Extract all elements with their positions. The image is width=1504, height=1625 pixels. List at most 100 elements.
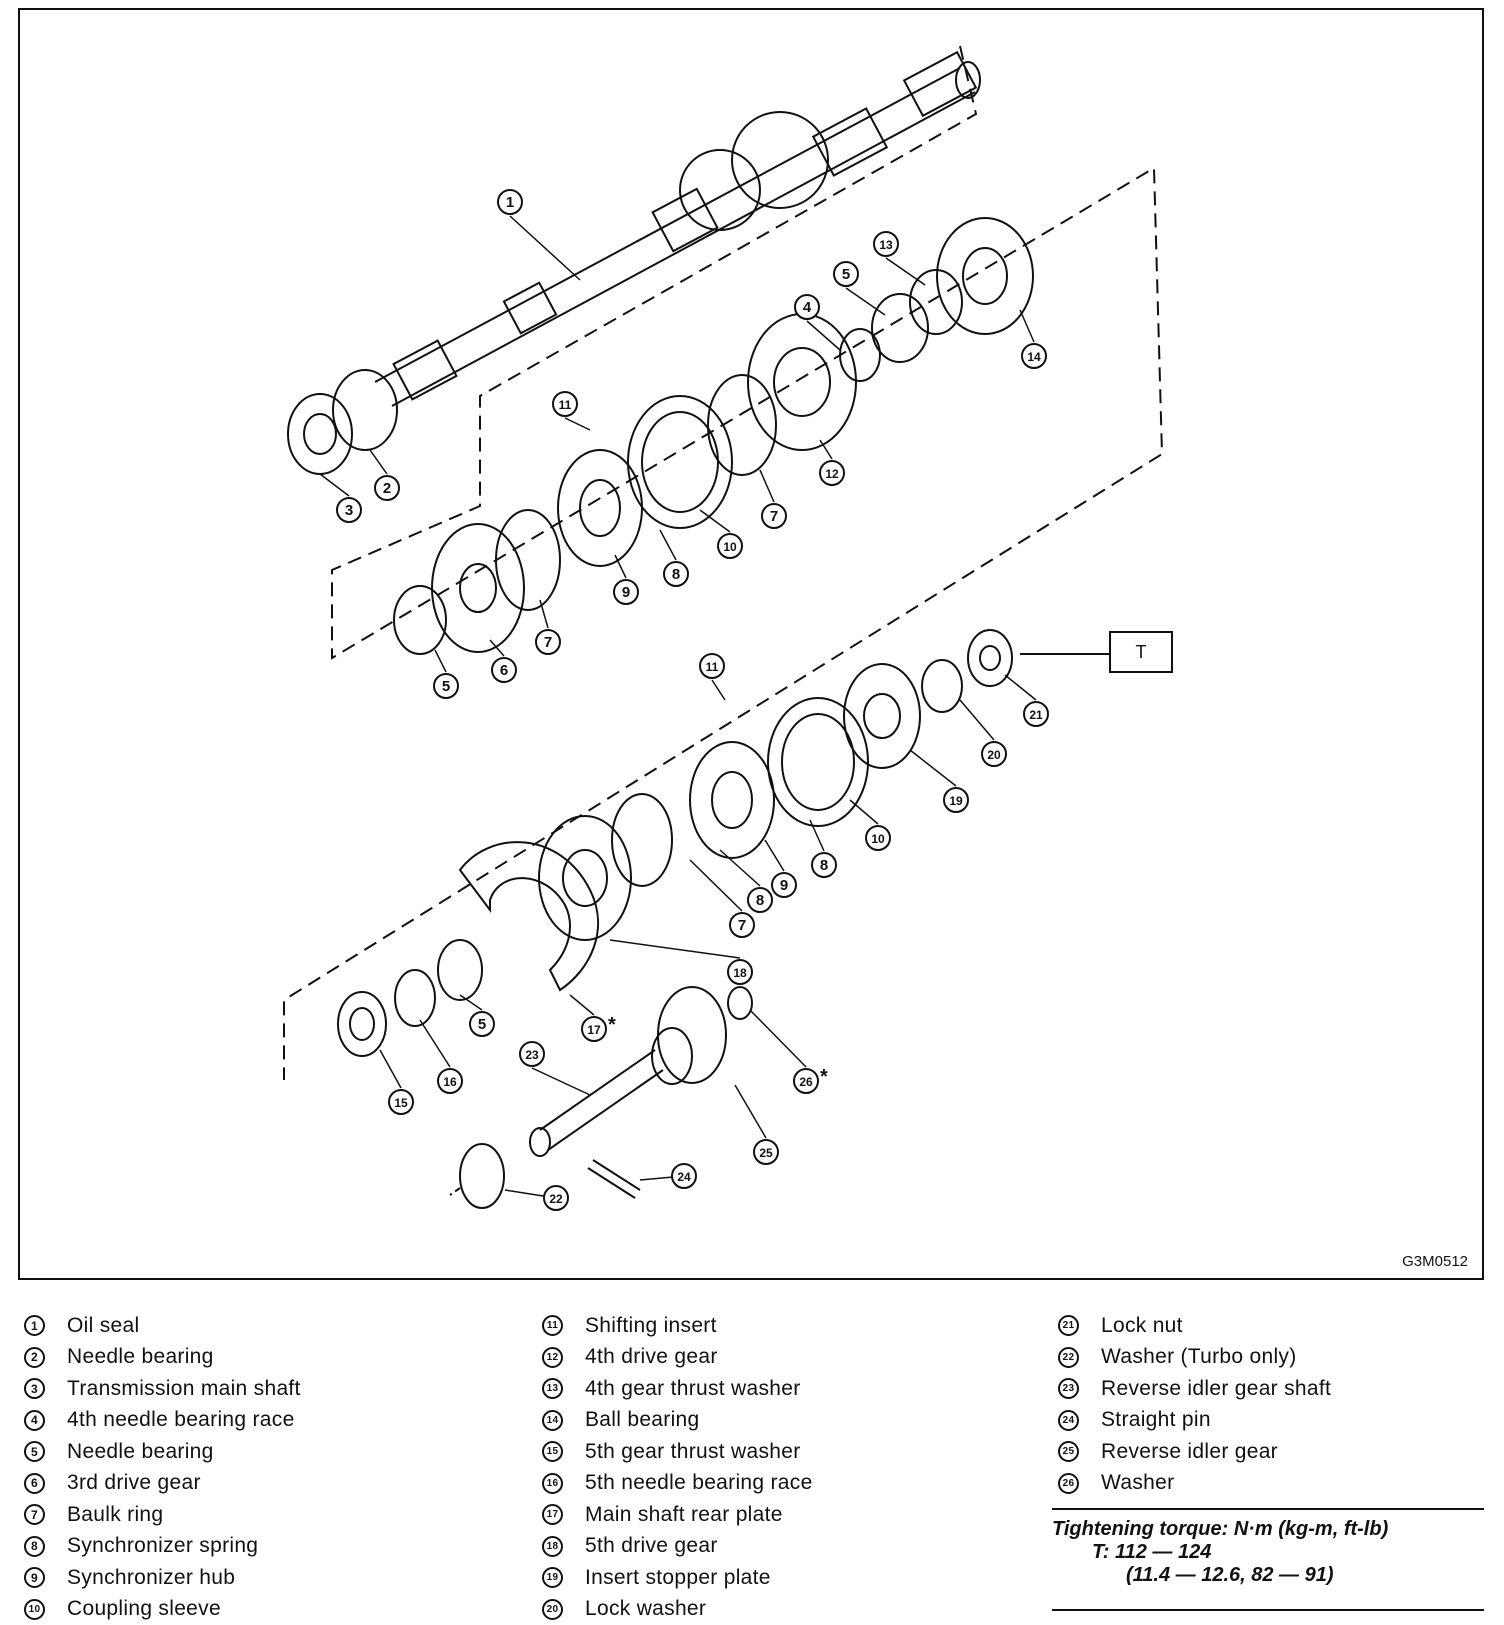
callout-number: 20 bbox=[987, 748, 1001, 762]
legend-label: Synchronizer spring bbox=[67, 1534, 258, 1558]
callout-number: 24 bbox=[677, 1170, 691, 1184]
legend-number: 9 bbox=[24, 1567, 45, 1588]
callout-number: 7 bbox=[738, 917, 746, 934]
lower-gear-set-drawing bbox=[338, 630, 1012, 1208]
legend-number: 7 bbox=[24, 1504, 45, 1525]
callout-number: 5 bbox=[478, 1016, 486, 1033]
legend-number: 24 bbox=[1058, 1410, 1079, 1431]
legend-label: Needle bearing bbox=[67, 1345, 214, 1369]
legend-label: Transmission main shaft bbox=[67, 1377, 301, 1401]
callout-9: 9 bbox=[614, 555, 638, 604]
callout-leader-line bbox=[370, 450, 387, 474]
legend-number: 22 bbox=[1058, 1347, 1079, 1368]
callout-number: 6 bbox=[500, 662, 508, 679]
legend-number: 10 bbox=[24, 1599, 45, 1620]
callout-number: 25 bbox=[759, 1146, 773, 1160]
callout-leader-line bbox=[720, 850, 760, 886]
callout-7: 7 bbox=[536, 600, 560, 654]
callout-number: 2 bbox=[383, 480, 391, 497]
callout-leader-line bbox=[570, 995, 594, 1015]
legend-number: 20 bbox=[542, 1599, 563, 1620]
callout-leader-line bbox=[660, 530, 676, 560]
callout-18: 18 bbox=[610, 940, 752, 984]
callout-number: 11 bbox=[706, 660, 719, 674]
callout-number: 22 bbox=[549, 1192, 563, 1206]
callout-leader-line bbox=[846, 288, 885, 315]
callout-23: 23 bbox=[520, 1042, 590, 1095]
legend-label: Needle bearing bbox=[67, 1440, 214, 1464]
legend-label: 5th drive gear bbox=[585, 1534, 718, 1558]
group-boundary-lines bbox=[284, 46, 1162, 1080]
legend-number: 3 bbox=[24, 1378, 45, 1399]
legend-label: 5th gear thrust washer bbox=[585, 1440, 801, 1464]
callout-1: 1 bbox=[498, 190, 580, 280]
legend-number: 11 bbox=[542, 1315, 563, 1336]
legend-number: 12 bbox=[542, 1347, 563, 1368]
callout-number: 9 bbox=[622, 584, 630, 601]
legend-label: Straight pin bbox=[1101, 1408, 1211, 1432]
legend-item-7: 7 Baulk ring bbox=[24, 1499, 301, 1531]
callout-5: 5 bbox=[460, 995, 494, 1036]
callout-leader-line bbox=[750, 1010, 806, 1067]
callout-number: 7 bbox=[770, 508, 778, 525]
callout-leader-line bbox=[420, 1020, 450, 1067]
callout-leader-line bbox=[1020, 310, 1034, 342]
legend-item-15: 15 5th gear thrust washer bbox=[542, 1436, 813, 1468]
legend-item-8: 8 Synchronizer spring bbox=[24, 1531, 301, 1563]
legend-number: 2 bbox=[24, 1347, 45, 1368]
legend-number: 26 bbox=[1058, 1473, 1079, 1494]
legend-label: Lock nut bbox=[1101, 1314, 1183, 1338]
legend-label: Washer bbox=[1101, 1471, 1174, 1495]
legend-item-3: 3 Transmission main shaft bbox=[24, 1373, 301, 1405]
callout-leader-line bbox=[532, 1068, 590, 1095]
torque-value: T: 112 — 124 bbox=[1052, 1541, 1484, 1564]
legend-number: 15 bbox=[542, 1441, 563, 1462]
callout-26-asterisk: 26* bbox=[750, 1010, 828, 1093]
torque-spec: Tightening torque: N·m (kg-m, ft-lb) T: … bbox=[1052, 1508, 1484, 1611]
callout-number: 8 bbox=[756, 892, 764, 909]
callout-leader-line bbox=[735, 1085, 766, 1138]
callout-leader-line bbox=[810, 820, 824, 851]
legend-label: 3rd drive gear bbox=[67, 1471, 201, 1495]
callout-24: 24 bbox=[640, 1164, 696, 1188]
callout-number: 10 bbox=[871, 832, 885, 846]
callout-5: 5 bbox=[434, 650, 458, 698]
callout-20: 20 bbox=[960, 700, 1006, 766]
callout-leader-line bbox=[510, 216, 580, 280]
callout-leader-line bbox=[850, 800, 878, 824]
callout-9: 9 bbox=[765, 840, 796, 897]
legend-number: 8 bbox=[24, 1536, 45, 1557]
callout-19: 19 bbox=[910, 750, 968, 812]
callout-number: 7 bbox=[544, 634, 552, 651]
callout-number: 3 bbox=[345, 502, 353, 519]
callout-10: 10 bbox=[850, 800, 890, 850]
callout-number: 26 bbox=[799, 1075, 813, 1089]
upper-gear-set-drawing bbox=[288, 218, 1033, 654]
torque-value-alt-units: (11.4 — 12.6, 82 — 91) bbox=[1052, 1564, 1484, 1587]
figure-code: G3M0512 bbox=[1402, 1253, 1468, 1270]
callout-number: 13 bbox=[879, 238, 893, 252]
legend-label: 4th needle bearing race bbox=[67, 1408, 295, 1432]
callout-layer: 123451314111271098765112120191089871817*… bbox=[320, 190, 1048, 1210]
callout-leader-line bbox=[886, 258, 925, 285]
legend-number: 13 bbox=[542, 1378, 563, 1399]
legend-label: Coupling sleeve bbox=[67, 1597, 221, 1621]
legend-label: Baulk ring bbox=[67, 1503, 163, 1527]
callout-number: 18 bbox=[733, 966, 747, 980]
callout-number: 14 bbox=[1027, 350, 1041, 364]
callout-4: 4 bbox=[795, 295, 840, 350]
callout-leader-line bbox=[565, 418, 590, 430]
legend-label: Shifting insert bbox=[585, 1314, 717, 1338]
callout-11: 11 bbox=[553, 392, 590, 430]
legend-item-2: 2 Needle bearing bbox=[24, 1342, 301, 1374]
